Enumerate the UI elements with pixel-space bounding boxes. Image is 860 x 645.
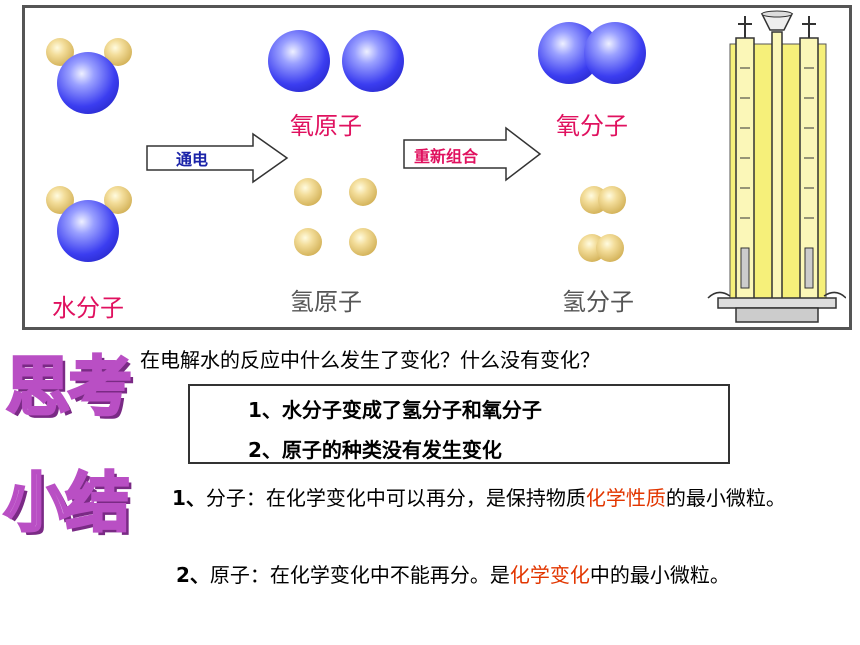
hydrogen-atom-label: 氢原子 xyxy=(290,288,362,316)
summary-point-2-text-b: 中的最小微粒。 xyxy=(589,563,730,587)
oxygen-atom-ball xyxy=(584,22,646,84)
oxygen-atom-ball xyxy=(342,30,404,92)
hydrogen-atom-ball xyxy=(596,234,624,262)
answer-item: 1、水分子变成了氢分子和氧分子 xyxy=(248,398,542,422)
summary-point-1-text-a: 分子：在化学变化中可以再分，是保持物质 xyxy=(205,486,586,510)
water-molecule-label: 水分子 xyxy=(52,294,124,322)
oxygen-atom-label: 氧原子 xyxy=(290,112,362,140)
hydrogen-atom-ball xyxy=(349,228,377,256)
summary-point-2-highlight: 化学变化 xyxy=(509,563,590,587)
hydrogen-molecule-label: 氢分子 xyxy=(562,288,634,316)
electrolysis-arrow xyxy=(146,132,289,184)
summary-point-1-text-b: 的最小微粒。 xyxy=(665,486,786,510)
summary-point-1-prefix: 1、 xyxy=(172,486,206,510)
recombine-label: 重新组合 xyxy=(414,147,479,166)
oxygen-atom-ball xyxy=(57,200,119,262)
summary-point-2: 2、原子：在化学变化中不能再分。是化学变化中的最小微粒。 xyxy=(176,558,816,592)
summary-point-1: 1、分子：在化学变化中可以再分，是保持物质化学性质的最小微粒。 xyxy=(172,482,822,514)
hydrogen-atom-ball xyxy=(294,228,322,256)
answer-box xyxy=(188,384,730,464)
think-question: 在电解水的反应中什么发生了变化？什么没有变化？ xyxy=(140,348,600,372)
oxygen-atom-ball xyxy=(57,52,119,114)
recombine-arrow xyxy=(403,126,542,182)
hydrogen-atom-ball xyxy=(598,186,626,214)
electrolysis-label: 通电 xyxy=(176,150,209,169)
summary-badge: 小结 xyxy=(3,466,132,543)
summary-point-2-text-a: 原子：在化学变化中不能再分。是 xyxy=(209,563,510,587)
summary-point-1-highlight: 化学性质 xyxy=(585,486,666,510)
electrolysis-apparatus-icon xyxy=(707,10,846,323)
think-badge: 思考 xyxy=(5,350,134,427)
hydrogen-atom-ball xyxy=(294,178,322,206)
hydrogen-atom-ball xyxy=(349,178,377,206)
answer-item: 2、原子的种类没有发生变化 xyxy=(248,438,502,462)
oxygen-atom-ball xyxy=(268,30,330,92)
oxygen-molecule-label: 氧分子 xyxy=(556,112,628,140)
summary-point-2-prefix: 2、 xyxy=(176,563,210,587)
